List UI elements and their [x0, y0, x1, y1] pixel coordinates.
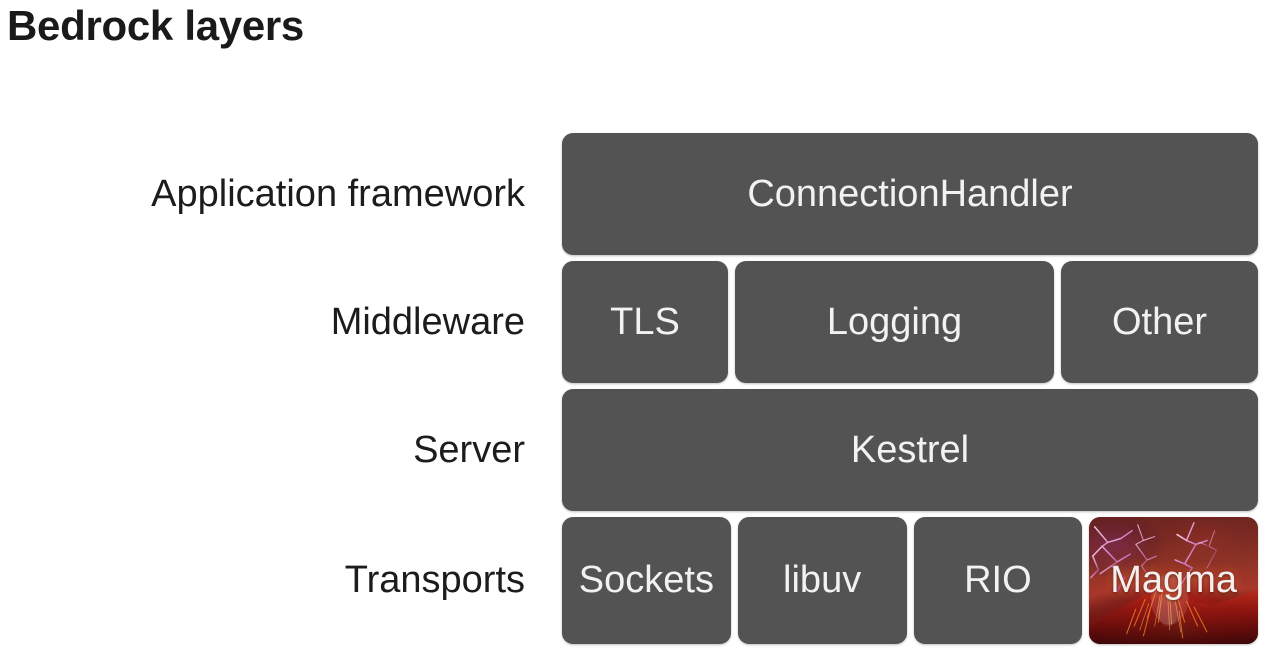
layer-box-label: Magma	[1110, 559, 1237, 601]
layer-boxes-server: Kestrel	[562, 389, 1258, 511]
layer-label-transports: Transports	[344, 559, 525, 601]
layer-box-kestrel[interactable]: Kestrel	[562, 389, 1258, 511]
layer-box-rio[interactable]: RIO	[913, 517, 1083, 644]
layer-box-libuv[interactable]: libuv	[737, 517, 907, 644]
layer-label-server: Server	[413, 428, 525, 471]
layer-row-application-framework: Application framework ConnectionHandler	[0, 133, 1265, 255]
layer-box-sockets[interactable]: Sockets	[562, 517, 731, 644]
layer-box-connectionhandler[interactable]: ConnectionHandler	[562, 133, 1258, 255]
layer-box-label: Sockets	[578, 559, 714, 601]
layer-box-magma[interactable]: Magma	[1089, 517, 1258, 644]
layer-box-tls[interactable]: TLS	[562, 261, 728, 383]
layer-box-label: Logging	[826, 300, 963, 343]
volcano-lightning-icon	[1089, 522, 1258, 644]
layer-boxes-transports: Sockets libuv RIO	[562, 517, 1258, 644]
layer-row-transports: Transports Sockets libuv RIO	[0, 517, 1265, 644]
layer-box-label: RIO	[964, 559, 1032, 601]
layer-row-middleware: Middleware TLS Logging Other	[0, 261, 1265, 383]
layer-box-label: ConnectionHandler	[747, 172, 1073, 215]
layer-box-label: Kestrel	[850, 428, 970, 471]
layer-boxes-middleware: TLS Logging Other	[562, 261, 1258, 383]
layer-box-label: TLS	[610, 300, 680, 343]
layer-box-label: Other	[1111, 300, 1208, 343]
layer-box-logging[interactable]: Logging	[735, 261, 1054, 383]
layer-box-other[interactable]: Other	[1061, 261, 1258, 383]
page-title: Bedrock layers	[7, 2, 304, 49]
layer-row-server: Server Kestrel	[0, 389, 1265, 511]
layer-box-label: libuv	[783, 559, 862, 601]
bedrock-layers-diagram: Application framework ConnectionHandler …	[0, 133, 1265, 644]
layer-label-middleware: Middleware	[330, 300, 525, 343]
layer-label-application-framework: Application framework	[151, 172, 525, 215]
layer-boxes-application-framework: ConnectionHandler	[562, 133, 1258, 255]
